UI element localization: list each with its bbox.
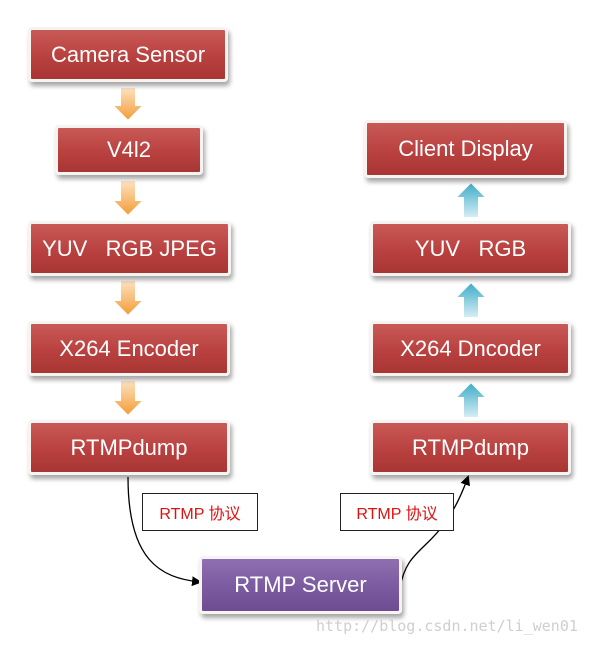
down-arrow-icon: [109, 179, 147, 218]
down-arrow-icon: [109, 279, 147, 318]
node-rtmpdump-right: RTMPdump: [370, 420, 571, 475]
up-arrow-icon: [452, 380, 490, 419]
edge-label-right: RTMP 协议: [340, 493, 454, 531]
node-v4l2: V4l2: [55, 125, 203, 175]
node-client-display: Client Display: [364, 120, 567, 178]
node-x264-encoder: X264 Encoder: [28, 321, 230, 376]
node-x264-dncoder: X264 Dncoder: [370, 321, 571, 376]
down-arrow-icon: [109, 86, 147, 123]
connector-left-to-server: [127, 476, 202, 587]
connector-server-to-right: [399, 475, 470, 589]
up-arrow-icon: [452, 180, 490, 219]
node-yuv-rgb: YUV RGB: [370, 221, 571, 276]
down-arrow-icon: [109, 379, 147, 418]
node-rtmp-server: RTMP Server: [199, 556, 402, 614]
node-rtmpdump-left: RTMPdump: [28, 420, 230, 475]
watermark: http://blog.csdn.net/li_wen01: [316, 617, 578, 635]
node-yuv-rgb-jpeg: YUV RGB JPEG: [28, 221, 231, 276]
node-camera-sensor: Camera Sensor: [28, 27, 228, 82]
edge-label-left: RTMP 协议: [142, 493, 258, 531]
up-arrow-icon: [452, 280, 490, 319]
